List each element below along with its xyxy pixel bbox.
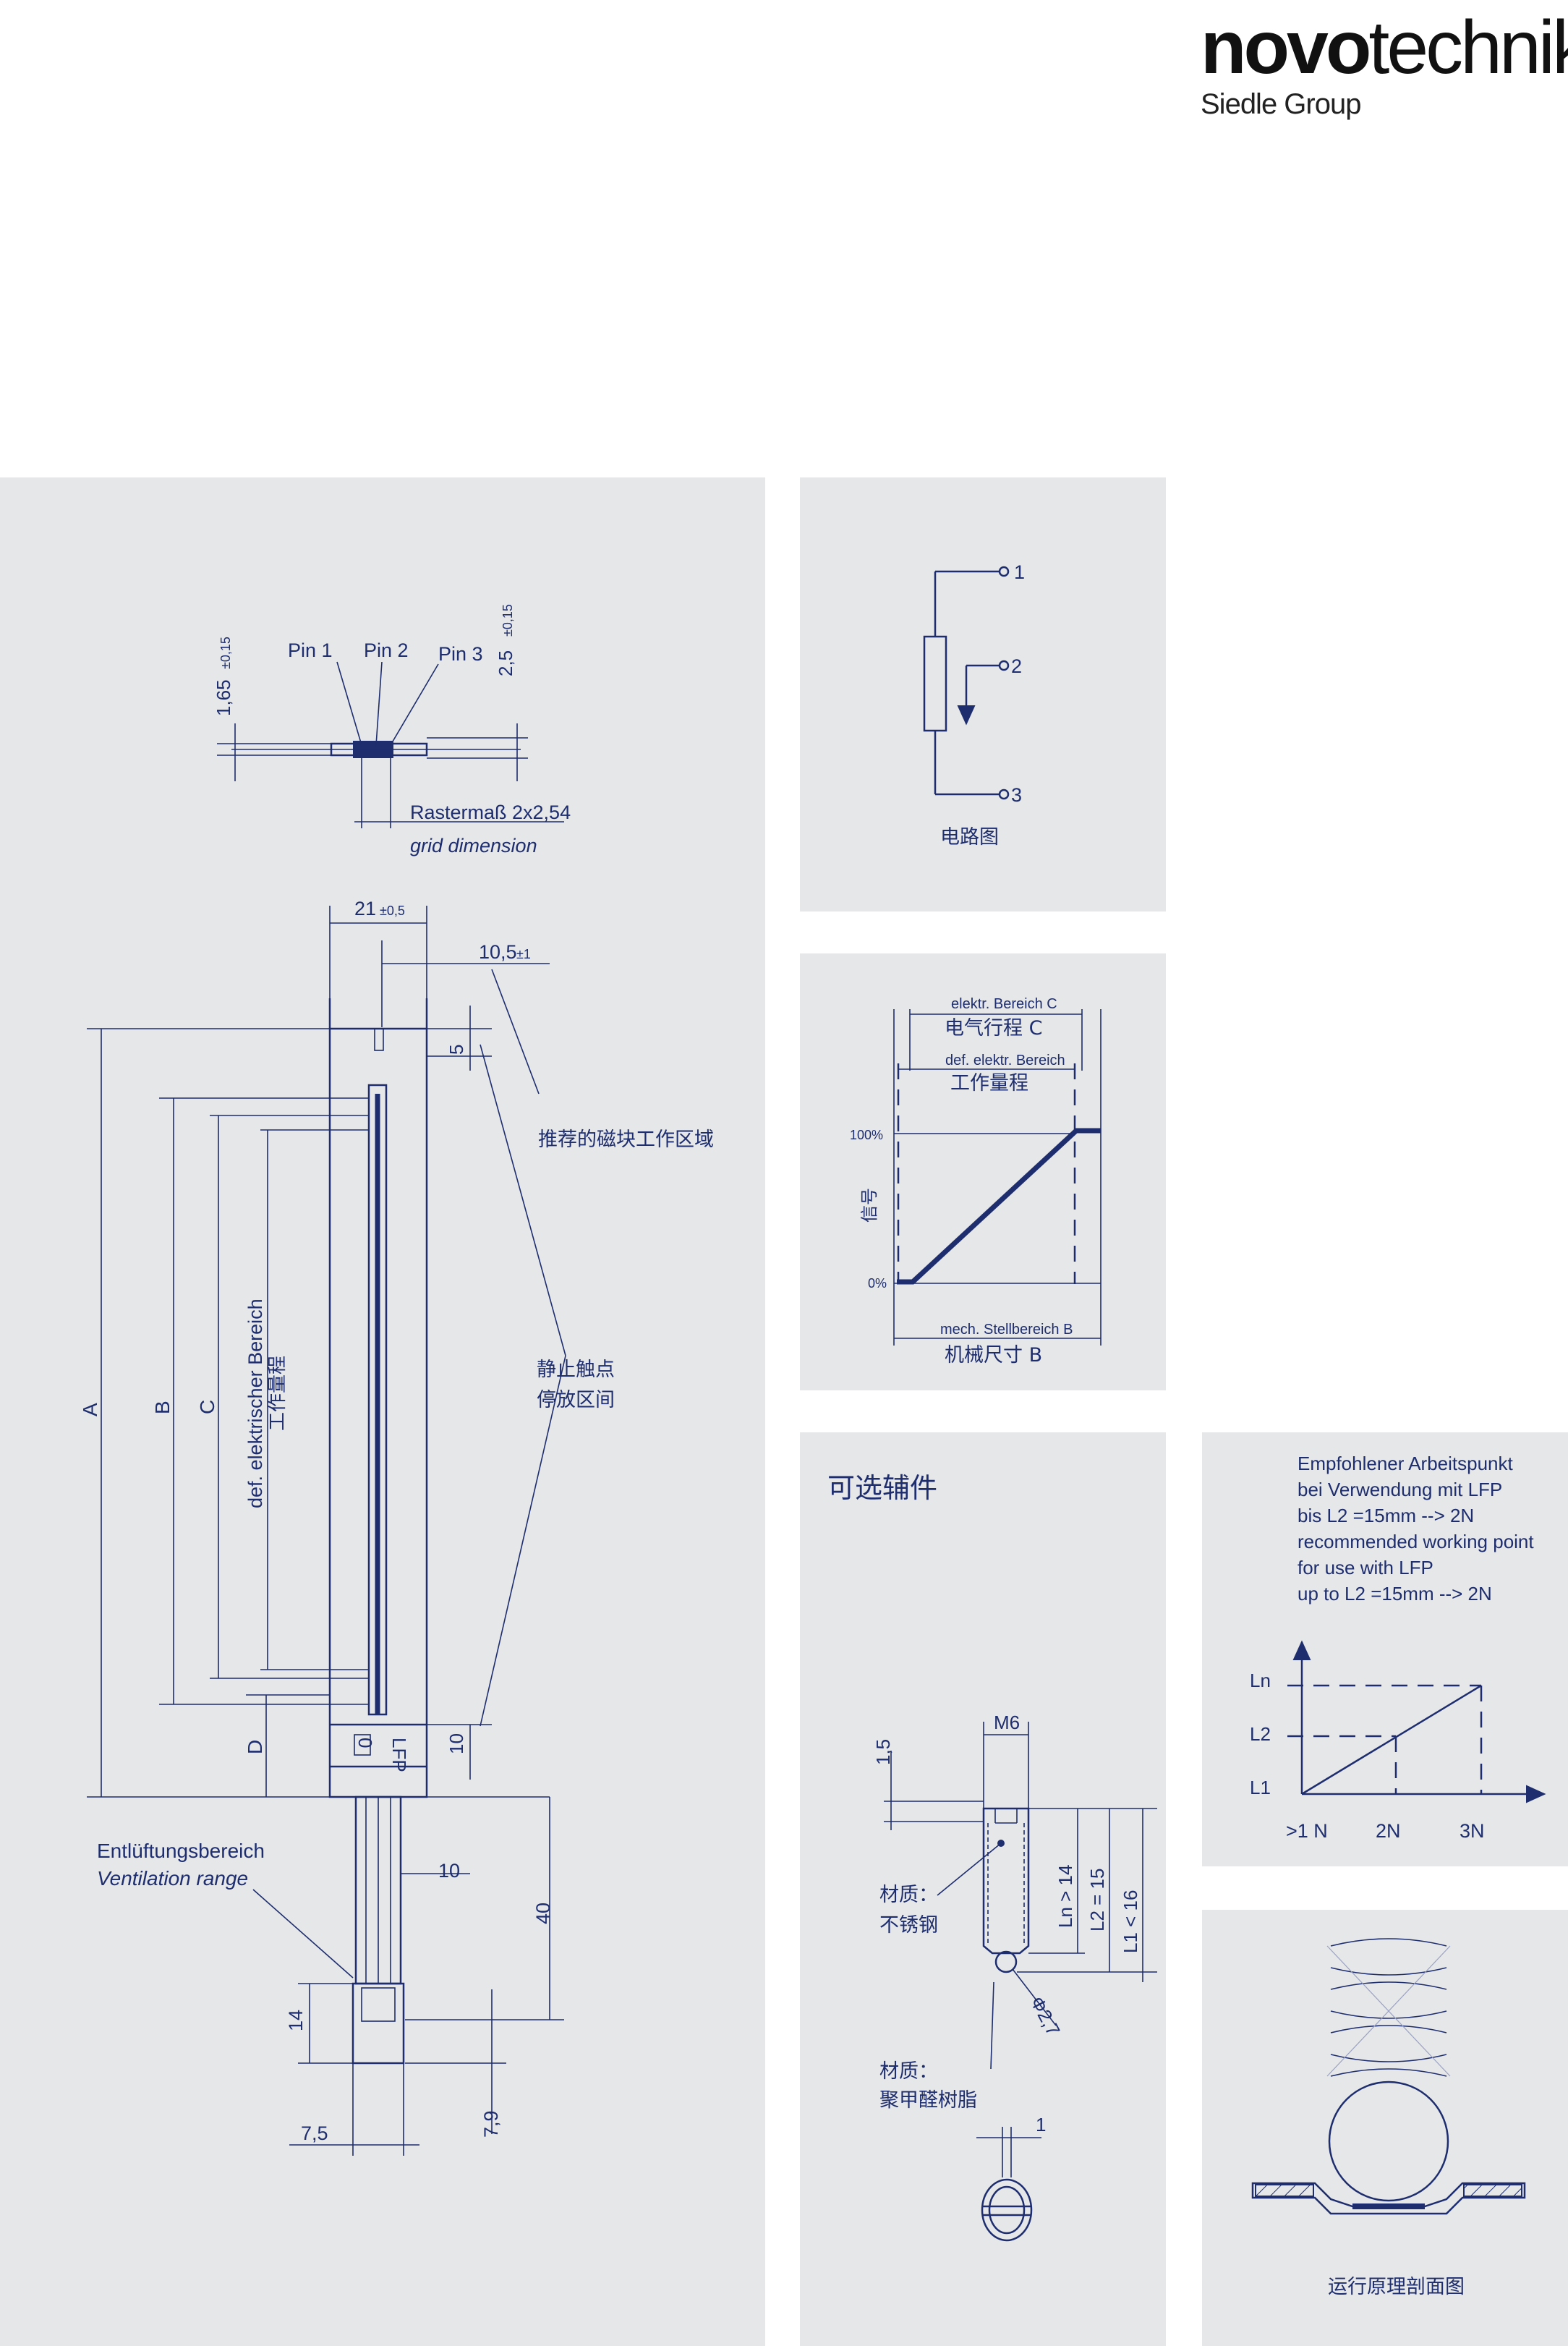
ring-inner <box>988 2185 1026 2235</box>
dim-15: 1,5 <box>872 1739 894 1765</box>
wp-line2: bei Verwendung mit LFP <box>1298 1479 1502 1500</box>
novotechnik-logo: novotechnik Siedle Group <box>1201 10 1568 121</box>
wp-line6: up to L2 =15mm --> 2N <box>1298 1583 1492 1605</box>
dim-75: 7,5 <box>301 2122 328 2144</box>
principle-caption: 运行原理剖面图 <box>1328 2276 1465 2298</box>
pin-detail: 1,65 ±0,15 2,5 ±0,15 Pin 1 Pin 2 Pin 3 R… <box>213 604 571 857</box>
wp-line <box>1301 1684 1482 1795</box>
wp-line1: Empfohlener Arbeitspunkt <box>1298 1453 1514 1474</box>
membrane <box>1251 2182 1526 2215</box>
dim-1: 1 <box>1036 2114 1046 2135</box>
set-screw <box>982 1807 1030 1955</box>
pin2-label: Pin 2 <box>364 639 409 661</box>
panel-circuit <box>800 477 1166 911</box>
rest-contact-label-1: 静止触点 <box>537 1359 615 1381</box>
principle-drawing: 运行原理剖面图 <box>1251 1938 1526 2298</box>
spring <box>1330 1938 1447 2077</box>
dim-d: D <box>244 1740 266 1754</box>
logo-brand: novotechnik <box>1201 6 1568 90</box>
five-dim: 5 <box>446 1045 467 1055</box>
wp-line5: for use with LFP <box>1298 1557 1433 1578</box>
material2-label: 材质： <box>879 2060 938 2083</box>
vent-de: Entlüftungsbereich <box>97 1840 265 1862</box>
lfp-label: LFP <box>388 1738 410 1772</box>
pin-width-tol: ±0,15 <box>500 604 515 637</box>
sensor-drawing: 21 ±0,5 10,5 ±1 LFP 0 5 10 A <box>79 898 714 2156</box>
elektr-c-cn: 电气行程 C <box>945 1017 1042 1040</box>
wp-x3: 3N <box>1460 1820 1485 1842</box>
material1-label: 材质： <box>879 1884 938 1906</box>
ball-tip <box>994 1950 1018 1973</box>
signal-100: 100% <box>850 1128 883 1142</box>
panel-main-drawing <box>0 477 765 2346</box>
material1-value: 不锈钢 <box>879 1914 938 1937</box>
accessory-drawing: 可选辅件 M6 1,5 Ln > 14 L2 = 15 L1 < 16 Φ2,7… <box>827 1472 1157 2242</box>
connector <box>351 1982 405 2065</box>
dim-ln: Ln > 14 <box>1054 1865 1076 1928</box>
signal-curve <box>897 1128 1101 1285</box>
dim-b: B <box>151 1401 174 1414</box>
circuit-pin1: 1 <box>1014 561 1025 583</box>
dim-phi: Φ2,7 <box>1026 1993 1065 2039</box>
dim-a: A <box>79 1403 101 1416</box>
offset-tol: ±1 <box>516 947 531 961</box>
dim-c: C <box>196 1400 218 1414</box>
mech-b-label: mech. Stellbereich B <box>940 1322 1073 1338</box>
magnet-area-label: 推荐的磁块工作区域 <box>538 1129 714 1151</box>
m6-label: M6 <box>994 1712 1020 1733</box>
dim-14: 14 <box>285 2010 307 2031</box>
zero-label: 0 <box>354 1738 376 1748</box>
raster-label: Rastermaß 2x2,54 <box>410 802 571 823</box>
rest-contact-label-2: 停放区间 <box>537 1389 615 1411</box>
dim-40: 40 <box>532 1903 554 1924</box>
def-bereich-cn: 工作量程 <box>950 1072 1028 1095</box>
dim-79: 7,9 <box>480 2110 502 2138</box>
circuit-pin2: 2 <box>1011 655 1022 677</box>
dim-l2: L2 = 15 <box>1086 1869 1108 1931</box>
accessory-title: 可选辅件 <box>827 1472 937 1504</box>
signal-0: 0% <box>868 1276 887 1291</box>
dim-l1: L1 < 16 <box>1120 1890 1141 1953</box>
panel-signal <box>800 953 1166 1390</box>
resistor <box>923 635 947 732</box>
circuit-pin3: 3 <box>1011 784 1022 806</box>
offset-dim: 10,5 <box>479 941 517 963</box>
lfp-ten-dim: 10 <box>446 1733 467 1754</box>
signal-axis-label: 信号 <box>859 1188 879 1223</box>
signal-diagram: elektr. Bereich C 电气行程 C def. elektr. Be… <box>850 996 1102 1367</box>
pin3-label: Pin 3 <box>438 643 483 665</box>
wp-ln: Ln <box>1250 1670 1271 1691</box>
circuit-diagram: 1 2 3 电路图 <box>923 561 1025 849</box>
pin-height-dim: 1,65 <box>213 679 234 716</box>
material2-value: 聚甲醛树脂 <box>879 2089 977 2112</box>
wp-x1: >1 N <box>1286 1820 1328 1842</box>
ring-outer <box>981 2178 1033 2242</box>
working-point-chart: Empfohlener Arbeitspunkt bei Verwendung … <box>1250 1453 1546 1842</box>
cable-dim-10: 10 <box>438 1860 460 1882</box>
circuit-caption: 电路图 <box>940 826 999 849</box>
width-dim: 21 <box>354 898 376 919</box>
mech-b-cn: 机械尺寸 B <box>945 1344 1042 1367</box>
wp-line3: bis L2 =15mm --> 2N <box>1298 1505 1474 1526</box>
width-tol: ±0,5 <box>380 904 405 918</box>
pin-width-dim: 2,5 <box>495 650 516 676</box>
work-range-cn: 工作量程 <box>267 1356 289 1431</box>
vent-en: Ventilation range <box>97 1867 248 1890</box>
grid-label: grid dimension <box>410 835 537 857</box>
def-bereich-label: def. elektrischer Bereich <box>244 1299 266 1508</box>
wp-line4: recommended working point <box>1298 1531 1534 1552</box>
wp-x2: 2N <box>1376 1820 1401 1842</box>
wp-l2: L2 <box>1250 1723 1271 1745</box>
pin-height-tol: ±0,15 <box>218 637 233 669</box>
elektr-c-label: elektr. Bereich C <box>951 996 1057 1012</box>
def-bereich-label: def. elektr. Bereich <box>945 1053 1065 1068</box>
wp-l1: L1 <box>1250 1777 1271 1798</box>
logo-subtitle: Siedle Group <box>1201 88 1361 120</box>
pin1-label: Pin 1 <box>288 639 333 661</box>
magnet-ball <box>1328 2081 1449 2202</box>
